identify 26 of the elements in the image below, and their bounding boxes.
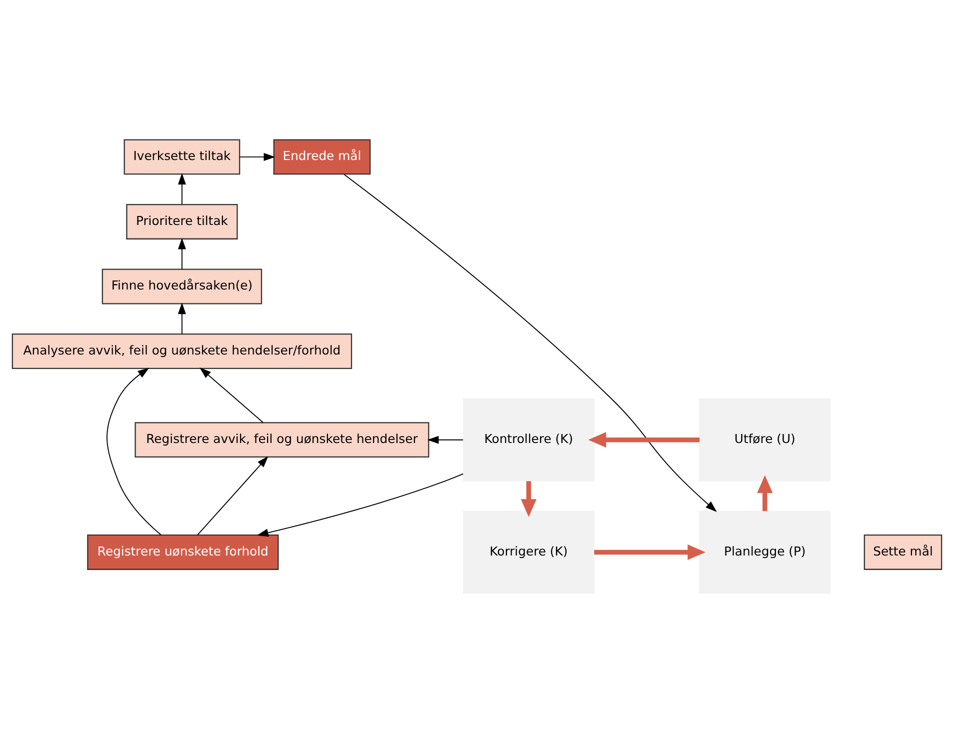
arrow [594, 544, 706, 560]
node-box: Analysere avvik, feil og uønskete hendelser/forhold [12, 334, 352, 369]
node-box: Iverksette tiltak [124, 139, 240, 175]
node-box: Utføre (U) [699, 398, 831, 482]
arrow [197, 456, 268, 536]
arrow [427, 436, 464, 444]
arrow [239, 152, 276, 161]
node-box: Registrere avvik, feil og uønskete hendelser [134, 422, 430, 458]
node-box: Kontrollere (K) [462, 398, 594, 482]
arrow [200, 368, 264, 424]
node-box: Finne hovedårsaken(e) [102, 268, 262, 304]
node-box: Endrede mål [273, 139, 371, 175]
arrow [256, 473, 464, 537]
arrow [106, 368, 162, 536]
arrow [344, 174, 717, 512]
arrow [178, 302, 186, 334]
arrow [178, 173, 186, 205]
node-box: Planlegge (P) [699, 510, 831, 594]
node-box: Korrigere (K) [462, 510, 594, 594]
arrow [757, 475, 773, 512]
node-box: Sette mål [864, 534, 942, 570]
arrow [588, 432, 700, 448]
node-box: Registrere uønskete forhold [87, 534, 279, 570]
arrow [520, 481, 536, 518]
node-box: Prioritere tiltak [126, 204, 238, 240]
arrow [178, 238, 186, 270]
